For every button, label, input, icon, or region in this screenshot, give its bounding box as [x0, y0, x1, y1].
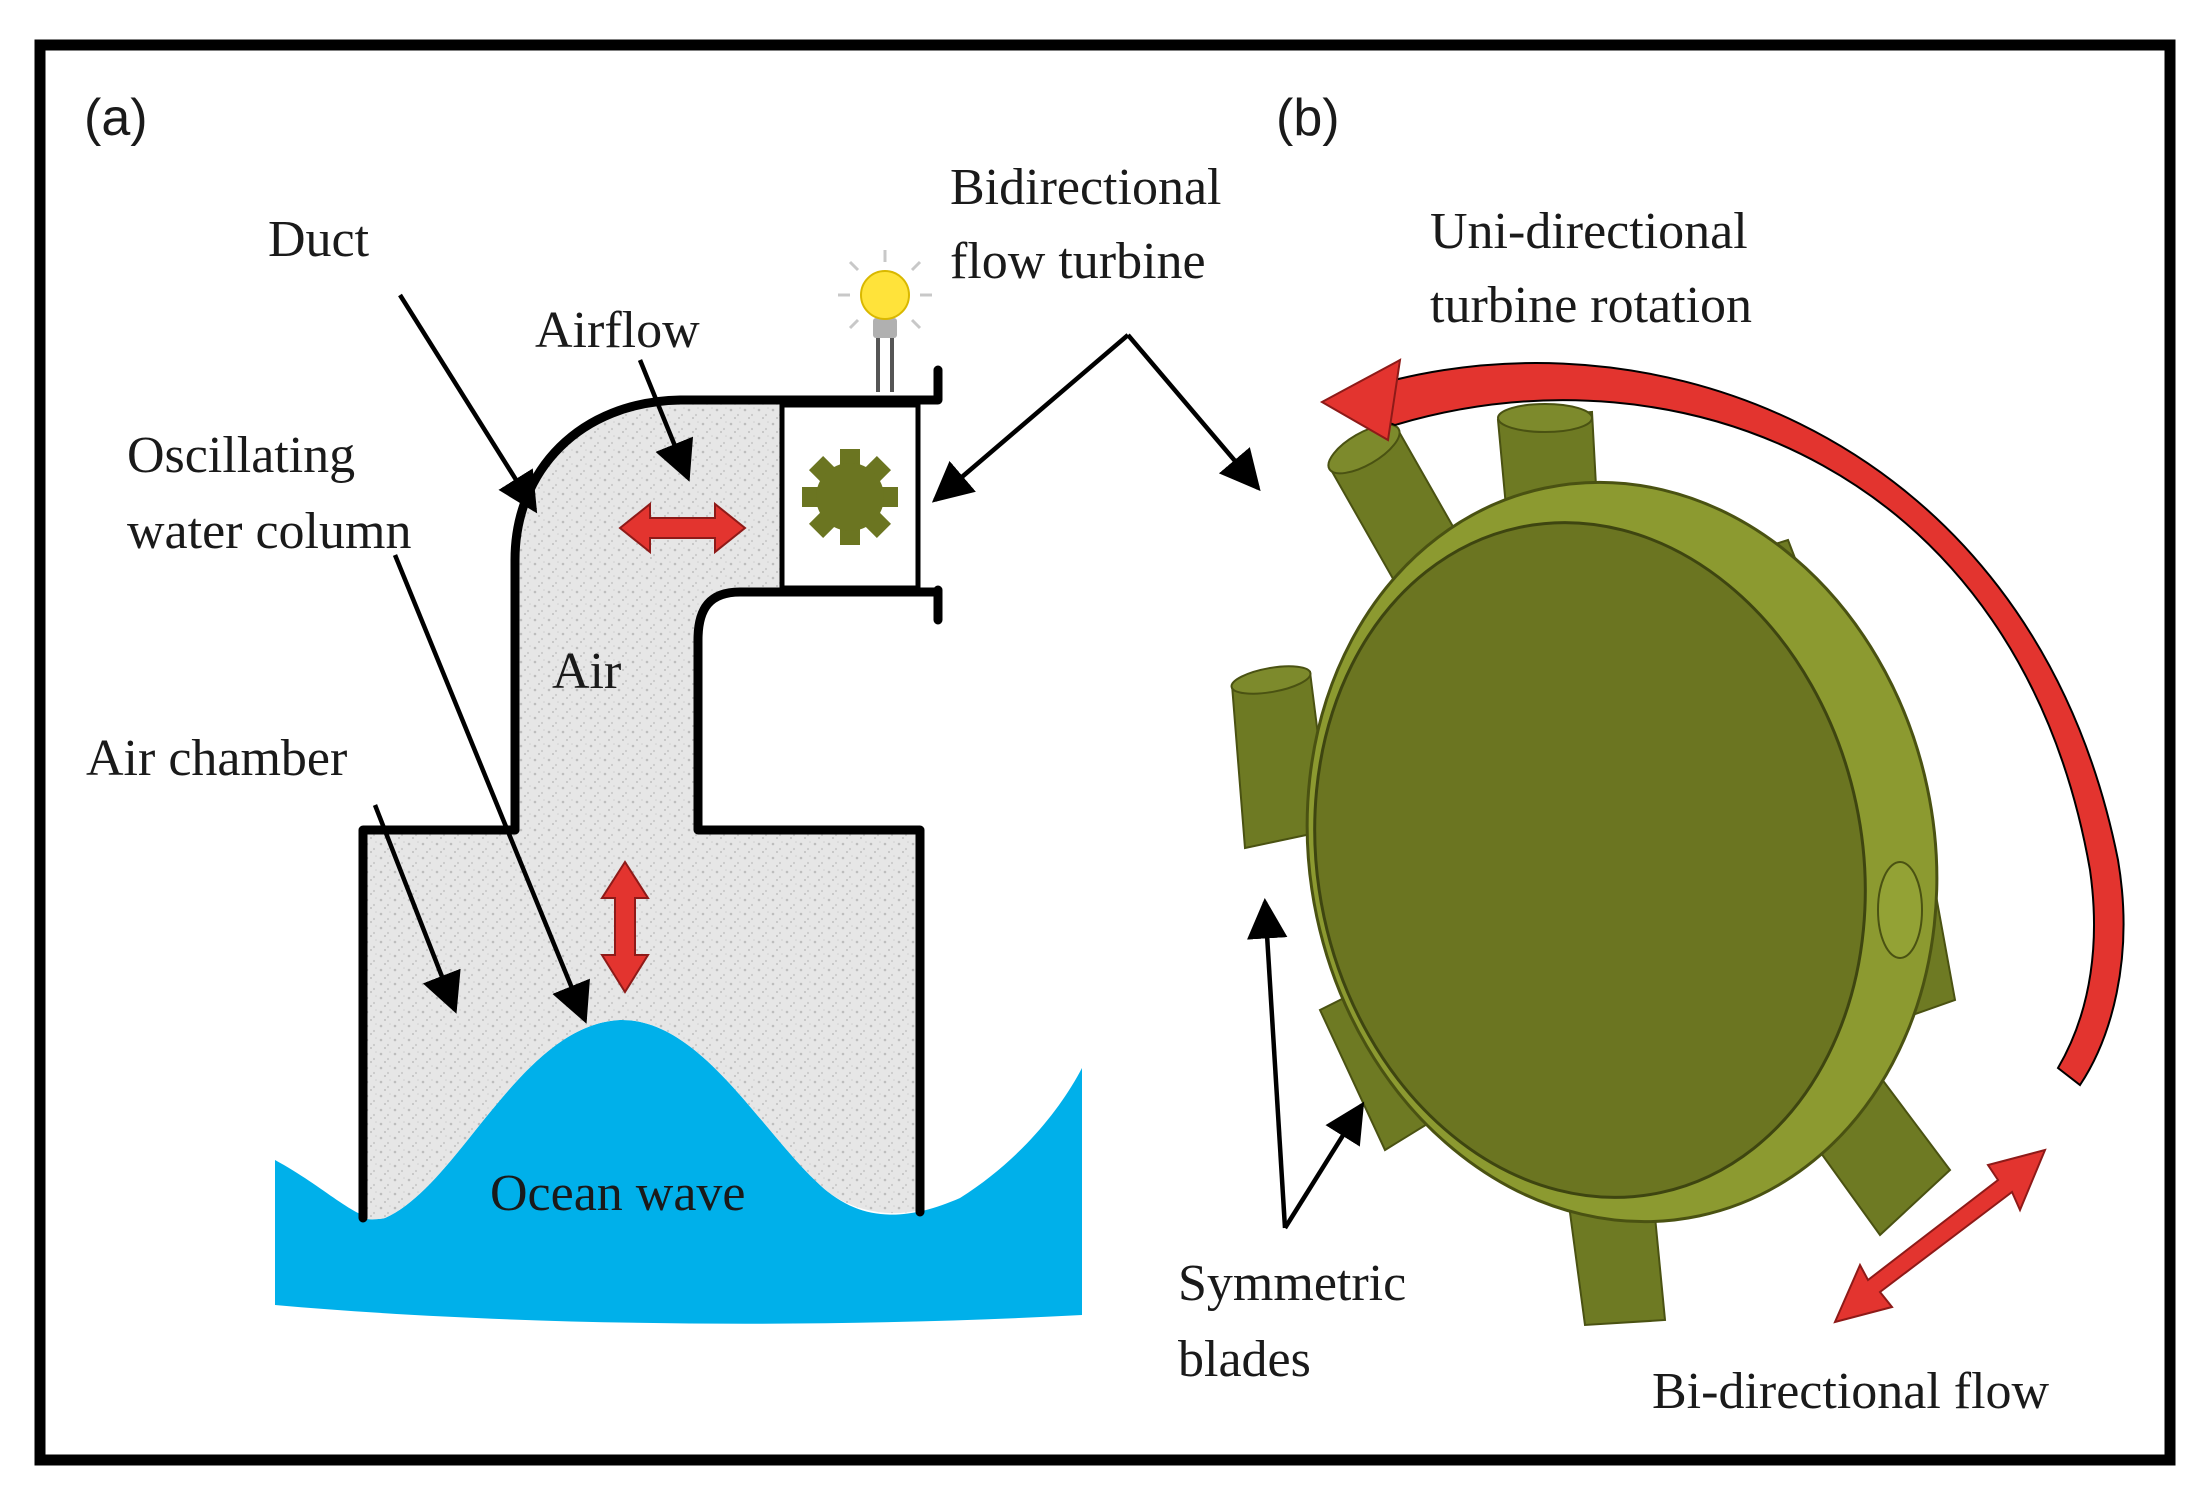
light-bulb-icon — [838, 250, 932, 392]
oscillating-label-line2: water column — [127, 503, 411, 560]
large-turbine — [1230, 403, 1957, 1327]
symmetric-blades-label-line1: Symmetric — [1178, 1255, 1406, 1312]
bidirectional-turbine-label-line2: flow turbine — [950, 233, 1206, 290]
airflow-pointer — [637, 359, 694, 482]
rotation-arrow — [1319, 358, 2125, 1087]
air-chamber-pointer — [372, 804, 461, 1014]
duct-pointer — [398, 293, 538, 514]
oscillating-pointer — [392, 554, 590, 1024]
air-chamber-label: Air chamber — [86, 730, 347, 787]
duct-outer-wall — [510, 365, 943, 835]
duct-label: Duct — [268, 211, 370, 268]
panel-a-label: (a) — [84, 89, 148, 147]
symmetric-blades-pointer-1 — [1247, 897, 1288, 1229]
ocean-wave-label: Ocean wave — [490, 1165, 746, 1222]
duct-inner-wall — [693, 585, 943, 1217]
panel-b-label: (b) — [1276, 89, 1340, 147]
airflow-label: Airflow — [535, 302, 700, 359]
ocean-water — [275, 1019, 1082, 1324]
bidirectional-turbine-pointer — [931, 333, 1130, 503]
bidirectional-flow-label: Bi-directional flow — [1652, 1363, 2050, 1420]
symmetric-blades-pointer-2 — [1283, 1101, 1365, 1230]
oscillating-label-line1: Oscillating — [127, 427, 355, 484]
airflow-arrow — [618, 501, 747, 555]
bidirectional-flow-arrow — [1833, 1148, 2047, 1324]
bidirectional-turbine-label-line1: Bidirectional — [950, 159, 1221, 216]
air-label: Air — [552, 643, 621, 700]
air-region — [363, 400, 920, 1220]
symmetric-blades-label-line2: blades — [1178, 1331, 1311, 1388]
air-vertical-arrow — [600, 860, 650, 994]
unidirectional-label-line2: turbine rotation — [1430, 277, 1752, 334]
chamber-left-wall — [358, 825, 520, 1223]
unidirectional-label-line1: Uni-directional — [1430, 203, 1748, 260]
small-turbine-icon — [802, 449, 898, 545]
bidirectional-turbine-pointer-2 — [1126, 333, 1261, 492]
panel-b: (b) — [931, 89, 2125, 1420]
panel-a: (a) — [84, 89, 1082, 1324]
